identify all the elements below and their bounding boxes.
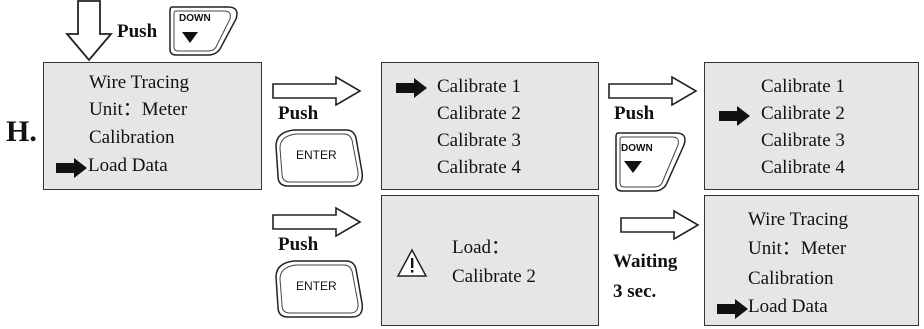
pointer-arrow-icon — [56, 158, 87, 178]
calibrate-box-1: Calibrate 1 Calibrate 2 Calibrate 3 Cali… — [381, 62, 599, 190]
enter-key-label: ENTER — [296, 148, 337, 162]
result-line-3: Calibration — [748, 268, 834, 289]
right-arrow-icon — [272, 206, 362, 238]
push-label-1: Push — [278, 103, 319, 124]
right-arrow-icon — [608, 75, 698, 107]
warning-icon — [396, 248, 428, 277]
step-label: H. — [6, 115, 37, 148]
result-box: Wire Tracing Unit：Meter Calibration Load… — [704, 195, 919, 326]
calib1-line-4: Calibrate 4 — [437, 157, 521, 178]
enter-key-2[interactable]: ENTER — [274, 259, 364, 319]
down-key-label: DOWN — [621, 143, 653, 154]
pointer-arrow-icon — [719, 106, 750, 126]
waiting-label: Waiting — [613, 251, 678, 272]
calib1-line-1: Calibrate 1 — [437, 76, 521, 97]
down-key-label: DOWN — [179, 13, 211, 24]
calib2-line-2: Calibrate 2 — [761, 103, 845, 124]
down-key-top[interactable]: DOWN — [168, 5, 246, 57]
right-arrow-icon — [272, 75, 362, 107]
calib2-line-3: Calibrate 3 — [761, 130, 845, 151]
menu-line-1: Wire Tracing — [89, 72, 190, 93]
result-line-4: Load Data — [748, 296, 828, 317]
push-label-2: Push — [614, 103, 655, 124]
push-label-3: Push — [278, 234, 319, 255]
calib2-line-4: Calibrate 4 — [761, 157, 845, 178]
menu-line-4: Load Data — [88, 155, 168, 176]
calib1-line-3: Calibrate 3 — [437, 130, 521, 151]
result-line-1: Wire Tracing — [748, 209, 849, 230]
calib1-line-2: Calibrate 2 — [437, 103, 521, 124]
right-arrow-icon — [620, 209, 700, 241]
pointer-arrow-icon — [396, 78, 427, 98]
load-box: Load： Calibrate 2 — [381, 195, 599, 326]
menu-line-2: Unit：Meter — [89, 99, 188, 120]
push-label-top: Push — [117, 21, 158, 42]
down-arrow-icon — [65, 0, 113, 62]
menu-box: Wire Tracing Unit：Meter Calibration Load… — [43, 62, 262, 190]
result-line-2: Unit：Meter — [748, 238, 847, 259]
calib2-line-1: Calibrate 1 — [761, 76, 845, 97]
menu-line-3: Calibration — [89, 127, 175, 148]
pointer-arrow-icon — [717, 299, 748, 319]
enter-key-label: ENTER — [296, 279, 337, 293]
enter-key-1[interactable]: ENTER — [274, 128, 364, 188]
waiting-duration: 3 sec. — [613, 281, 657, 302]
load-line-1: Load： — [452, 237, 511, 258]
load-line-2: Calibrate 2 — [452, 266, 536, 287]
calibrate-box-2: Calibrate 1 Calibrate 2 Calibrate 3 Cali… — [704, 62, 919, 190]
down-key-2[interactable]: DOWN — [614, 131, 690, 193]
